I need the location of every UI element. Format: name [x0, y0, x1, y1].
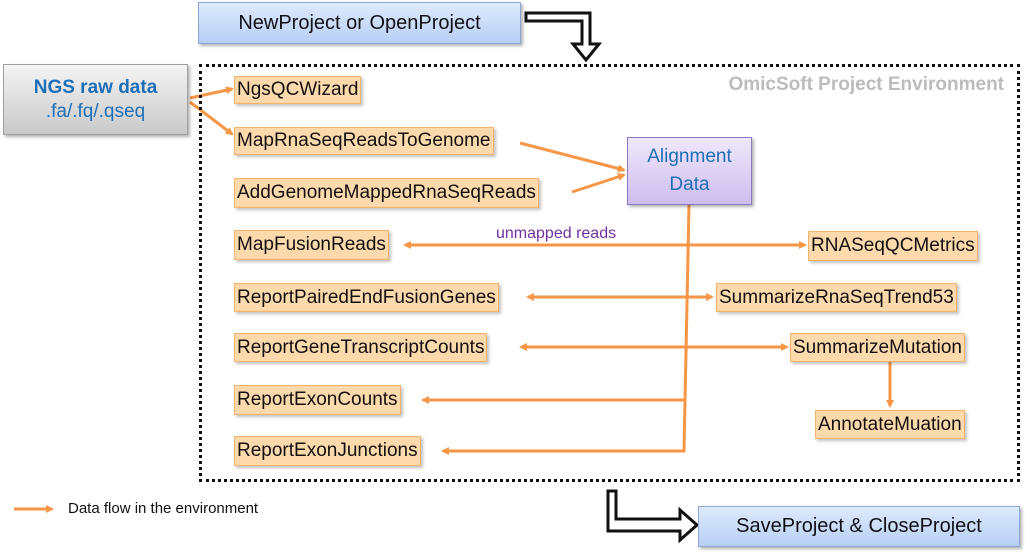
- ngs-raw-data-input: NGS raw data .fa/.fq/.qseq: [3, 64, 188, 135]
- module-reportexonjunctions[interactable]: ReportExonJunctions: [234, 436, 421, 466]
- flow-input-to-ngsqcwizard: [189, 86, 234, 100]
- module-reportpairedendfusiongenes[interactable]: ReportPairedEndFusionGenes: [234, 283, 499, 312]
- input-title: NGS raw data: [33, 76, 158, 98]
- bottom-exit-arrow: [606, 489, 700, 544]
- alignment-data-node: Alignment Data: [627, 137, 752, 205]
- legend-label: Data flow in the environment: [68, 500, 259, 517]
- input-formats: .fa/.fq/.qseq: [45, 100, 146, 122]
- module-ngsqcwizard[interactable]: NgsQCWizard: [234, 76, 362, 104]
- new-open-project-action[interactable]: NewProject or OpenProject: [198, 2, 521, 44]
- unmapped-reads-label: unmapped reads: [496, 225, 617, 242]
- flow-maprnaseq-to-alignment: [519, 141, 626, 173]
- module-summarizernaseqtrend53[interactable]: SummarizeRnaSeqTrend53: [716, 283, 957, 312]
- flow-input-to-maprnaseqreads: [189, 100, 234, 136]
- module-rnaseqqcmetrics[interactable]: RNASeqQCMetrics: [808, 231, 978, 261]
- alignment-data-line2: Data: [669, 174, 710, 195]
- alignment-data-line1: Alignment: [647, 146, 732, 167]
- top-entry-arrow: [524, 11, 603, 63]
- module-mapfusionreads[interactable]: MapFusionReads: [234, 230, 389, 260]
- save-close-project-action[interactable]: SaveProject & CloseProject: [698, 506, 1020, 547]
- flow-addgenome-to-alignment: [571, 173, 626, 194]
- module-reportexoncounts[interactable]: ReportExonCounts: [234, 385, 401, 415]
- environment-label: OmicSoft Project Environment: [728, 74, 1004, 95]
- project-environment-frame: [199, 64, 1020, 482]
- module-reportgenetranscriptcounts[interactable]: ReportGeneTranscriptCounts: [234, 333, 488, 362]
- module-addgenomemappedrnaseqreads[interactable]: AddGenomeMappedRnaSeqReads: [234, 178, 539, 208]
- module-summarizemutation[interactable]: SummarizeMutation: [790, 333, 965, 362]
- module-maprnaseqreadstogenome[interactable]: MapRnaSeqReadsToGenome: [234, 127, 494, 155]
- module-annotatemuation[interactable]: AnnotateMuation: [815, 410, 965, 439]
- flow-alignment-to-exonjunctions: [441, 204, 691, 455]
